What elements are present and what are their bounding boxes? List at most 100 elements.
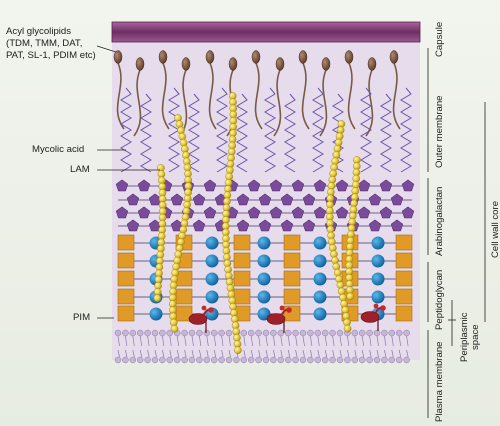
arabinose-pentagon [357,206,371,219]
arabinose-pentagon [302,219,316,232]
lipid-tail-lower [117,349,120,358]
lipid-head-lower [277,356,285,364]
peptide-circle [205,236,219,250]
lipid-tail-lower [369,349,372,358]
lipid-tail-lower [324,349,328,358]
glycan-square [175,288,193,305]
arabinose-pentagon [269,179,283,192]
lipid-head-lower [159,356,166,364]
arabinose-pentagon [203,206,217,219]
lipid-tail-lower [250,349,254,358]
lipid-head-upper [122,329,129,337]
glycan-square [395,305,413,322]
arabinose-pentagon [192,219,206,232]
mycolic-acid-chain [140,93,152,173]
lipid-head-lower [233,356,240,364]
glycan-square [117,305,135,322]
arabinose-pentagon [247,206,261,219]
lam-bead [179,225,188,234]
lipid-tail-upper [369,335,372,347]
pim-knob [201,305,207,311]
lipid-tail-lower [273,349,276,358]
lipid-head-upper [196,329,203,337]
arabinose-pentagon [291,179,305,192]
lipid-tail-lower [361,349,365,358]
lipid-tail-upper [243,335,246,347]
lipid-head-lower [144,356,151,364]
arabinose-pentagon [236,219,250,232]
arabinose-pentagon [203,179,217,192]
lam-bead [178,132,187,141]
lipid-head-lower [270,356,277,364]
lipid-head-lower [373,356,381,364]
lipid-head-lower [240,356,248,364]
lipid-tail-lower [317,349,320,358]
lipid-head-lower [292,356,299,364]
lam-bead [331,256,339,265]
peptide-circle [313,290,327,304]
lipid-tail-lower [354,349,357,358]
lipid-head-upper [351,329,359,337]
lipid-tail-lower [347,349,350,358]
lipid-tail-upper [132,335,135,347]
lipid-head-lower [247,356,255,364]
lipid-tail-upper [339,335,342,347]
pim-knob [208,307,214,313]
lam-bead [174,114,182,122]
glycolipid-tail [133,69,142,137]
lam-bead [337,287,346,296]
arabinose-pentagon [379,206,393,219]
lipid-tail-upper [295,335,298,347]
glycan-square [395,288,413,305]
lipid-tail-upper [265,335,268,347]
arabinose-pentagon [170,193,184,206]
lam-bead [332,151,341,159]
lipid-tail-lower [221,349,224,358]
lipid-head-lower [299,356,307,364]
arabinose-pentagon [313,179,327,192]
lipid-head-lower [166,356,174,364]
pim-knob [286,307,292,313]
glycolipid-tail [301,62,310,130]
arabinose-pentagon [368,219,382,232]
lipid-head-upper [270,329,277,337]
lipid-tail-lower [384,349,387,358]
lipid-head-lower [351,356,359,364]
glycan-square [233,234,251,251]
lipid-head-upper [210,329,218,337]
pim-body [360,311,380,323]
arabinose-pentagon [379,179,393,192]
lipid-tail-upper [169,335,172,347]
glycan-square [395,252,413,269]
glycan-square [283,234,301,251]
pim-label: PIM [73,312,91,323]
cell-wall-core-label: Cell wall core [490,200,500,258]
lipid-tail-upper [213,335,217,347]
lipid-tail-lower [258,349,261,358]
glycolipid-head [113,50,123,64]
outer-membrane-label: Outer membrane [434,95,445,168]
arabinose-pentagon [401,179,415,192]
peptide-circle [313,307,327,321]
lam-bead [170,324,179,333]
lam-bead [330,250,338,258]
lipid-tail-upper [376,335,379,347]
lipid-head-upper [144,329,151,337]
lipid-head-upper [373,329,381,337]
lipid-tail-upper [317,335,320,347]
lipid-tail-upper [221,335,224,347]
lipid-head-upper [114,329,122,337]
lipid-head-upper [314,329,322,337]
lipid-head-upper [225,329,233,337]
lam-bead [334,138,343,147]
layer-brackets [427,48,486,418]
lipid-tail-upper [324,335,328,347]
lipid-head-upper [159,329,166,337]
lipid-tail-lower [391,349,394,358]
arabinose-pentagon [137,206,151,219]
mycolic-acid-chain [400,87,412,173]
glycan-square [175,305,193,322]
arabinose-pentagon [390,193,404,206]
lipid-tail-upper [176,335,180,347]
lam-bead [346,292,355,301]
